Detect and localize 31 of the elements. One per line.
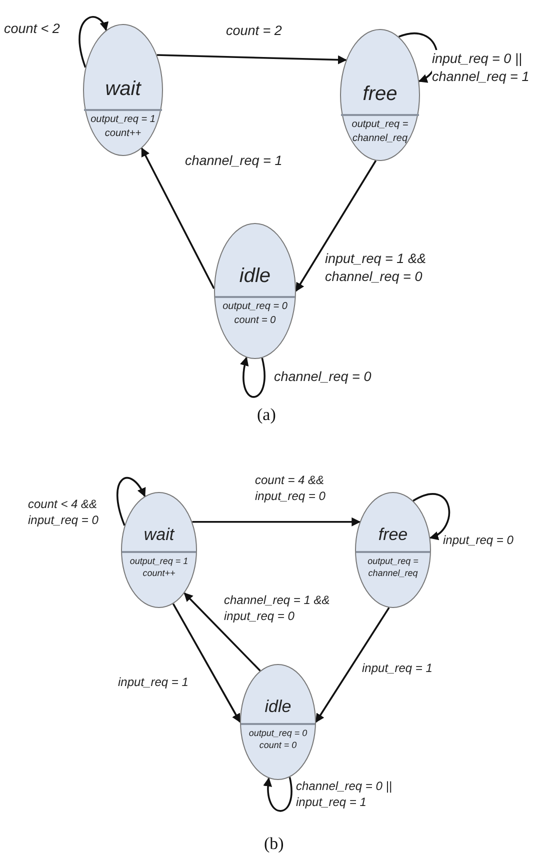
state-name: idle	[238, 265, 272, 288]
state-action: output_req = 1 count++	[128, 555, 190, 580]
edge-label: channel_req = 0	[274, 368, 372, 386]
transition-arrow	[295, 160, 377, 292]
self-loop-arrow	[116, 477, 146, 526]
state-name: free	[377, 524, 409, 545]
self-loop-arrow	[264, 777, 292, 812]
state-name: wait	[104, 78, 142, 101]
transition-arrow	[315, 607, 390, 723]
subfigure-caption: (a)	[257, 405, 276, 425]
subfigure-caption: (b)	[264, 834, 284, 854]
edge-label: input_req = 1	[362, 660, 432, 676]
state-action: output_req = channel_req	[366, 555, 420, 580]
transition-arrow	[172, 603, 241, 723]
transition-arrow	[156, 54, 347, 64]
self-loop-arrow	[412, 493, 450, 539]
state-action: output_req = 0 count = 0	[248, 727, 308, 752]
state-action: output_req = 0 count = 0	[222, 300, 288, 327]
state-name: wait	[142, 524, 176, 545]
state-action: output_req = 1 count++	[90, 113, 156, 140]
edge-label: channel_req = 1	[185, 152, 282, 170]
state-name: free	[362, 83, 398, 106]
transition-arrow	[184, 592, 261, 672]
transition-arrow	[140, 147, 215, 290]
self-loop-arrow	[78, 16, 108, 68]
state-name: idle	[264, 696, 292, 717]
state-action: output_req = channel_req	[350, 118, 410, 145]
transition-arrow	[192, 517, 361, 526]
edge-label: input_req = 1	[118, 674, 188, 690]
self-loop-arrow	[240, 356, 266, 398]
edge-label: input_req = 0	[443, 532, 514, 548]
